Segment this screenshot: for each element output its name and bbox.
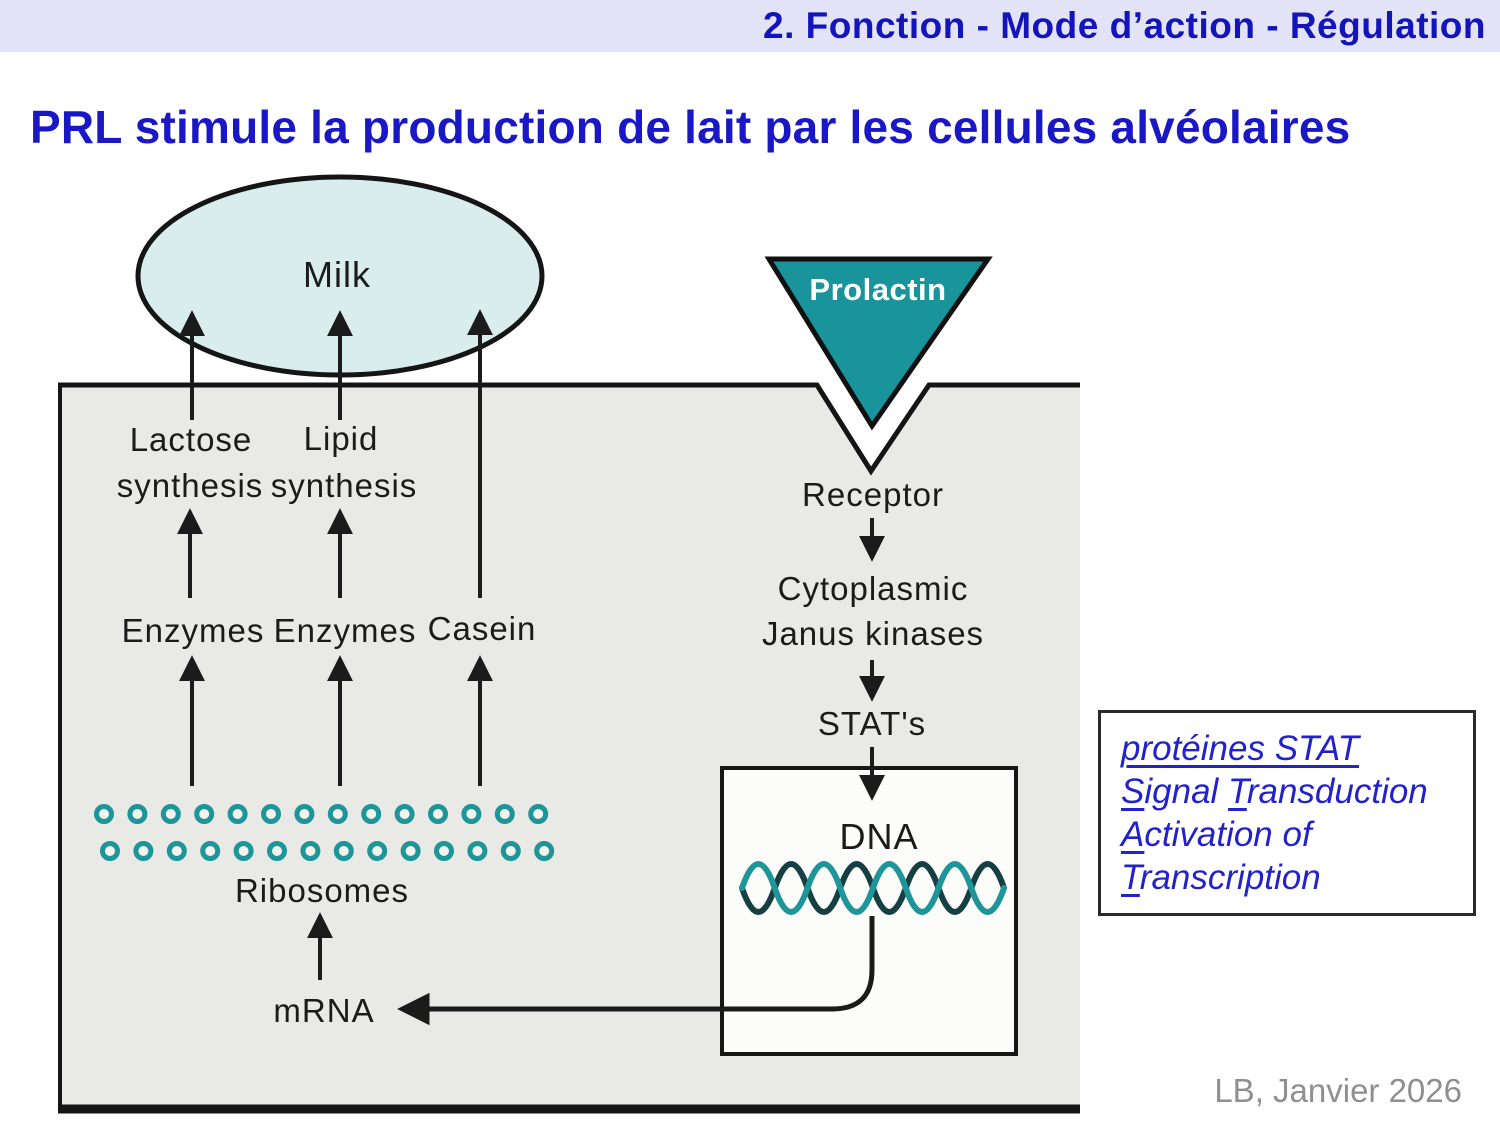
label-janus-kinases: Janus kinases	[761, 615, 985, 652]
header-title: 2. Fonction - Mode d’action - Régulation	[763, 5, 1486, 46]
ribosome-dot	[100, 841, 120, 861]
ribosome-dot	[294, 804, 315, 824]
label-enzymes-1: Enzymes	[121, 612, 265, 649]
label-mrna: mRNA	[273, 992, 375, 1029]
arrows	[177, 309, 885, 1026]
ribosome-dot	[94, 804, 114, 824]
label-enzymes-2: Enzymes	[273, 612, 417, 649]
stat-note-segment: T	[1228, 772, 1247, 811]
ribosome-dot	[127, 804, 148, 824]
stat-note-line: Signal Transduction	[1121, 770, 1463, 813]
stat-note-segment: S	[1121, 772, 1145, 811]
ribosome-dot	[227, 804, 248, 824]
label-ribosomes: Ribosomes	[234, 872, 410, 909]
label-prolactin: Prolactin	[809, 272, 947, 307]
ribosome-dot	[200, 841, 221, 861]
ribosome-dot	[261, 804, 281, 824]
prolactin-triangle	[764, 256, 993, 431]
ribosome-dot	[327, 804, 348, 824]
footer-credit: LB, Janvier 2026	[1214, 1072, 1462, 1109]
ribosome-dot	[400, 841, 421, 861]
header-bar: 2. Fonction - Mode d’action - Régulation	[0, 0, 1500, 52]
ribosome-dot	[434, 841, 454, 861]
ribosome-dot	[494, 804, 515, 824]
label-stats: STAT's	[817, 705, 927, 742]
label-lactose: Lactose	[129, 421, 253, 458]
ribosome-dot	[300, 841, 321, 861]
ribosome-dot	[267, 841, 287, 861]
label-cytoplasmic: Cytoplasmic	[777, 570, 969, 607]
ribosomes-dots	[94, 804, 555, 861]
ribosome-dot	[361, 804, 382, 824]
label-synthesis-1: synthesis	[116, 467, 264, 504]
ribosome-dot	[233, 841, 254, 861]
cell-membrane-top	[58, 382, 1080, 476]
ribosome-dot	[428, 804, 448, 824]
ribosome-dot	[367, 841, 388, 861]
stat-note-segment: ctivation of	[1144, 815, 1312, 854]
page-title: PRL stimule la production de lait par le…	[30, 101, 1351, 153]
label-milk: Milk	[303, 254, 371, 295]
dna-strand	[739, 861, 1007, 915]
stat-note-line: protéines STAT	[1121, 727, 1463, 770]
stat-note-segment: ransduction	[1246, 772, 1428, 811]
ribosome-dot	[133, 841, 154, 861]
ribosome-dot	[194, 804, 215, 824]
stat-note-segment: ranscription	[1139, 858, 1321, 897]
label-casein: Casein	[427, 610, 537, 647]
label-lipid: Lipid	[303, 420, 379, 457]
stat-note-segment: protéines STAT	[1121, 729, 1359, 768]
label-dna: DNA	[839, 816, 919, 857]
ribosome-dot	[333, 841, 354, 861]
ribosome-dot	[461, 804, 482, 824]
label-synthesis-2: synthesis	[270, 467, 418, 504]
ribosome-dot	[160, 804, 181, 824]
stat-note-segment: ignal	[1144, 772, 1229, 811]
stat-note-line: Activation of	[1121, 813, 1463, 856]
stat-note-segment: A	[1121, 815, 1145, 854]
nucleus-box	[720, 766, 1018, 1056]
ribosome-dot	[500, 841, 521, 861]
ribosome-dot	[166, 841, 187, 861]
dna-helix	[739, 861, 1007, 915]
stat-note-segment: T	[1121, 858, 1140, 897]
ribosome-dot	[394, 804, 415, 824]
stat-note-line: Transcription	[1121, 856, 1463, 899]
arrow-dna-to-mrna	[397, 916, 875, 1026]
ribosome-dot	[467, 841, 488, 861]
ribosome-dot	[534, 841, 555, 861]
ribosome-dot	[528, 804, 549, 824]
label-receptor: Receptor	[802, 476, 944, 513]
